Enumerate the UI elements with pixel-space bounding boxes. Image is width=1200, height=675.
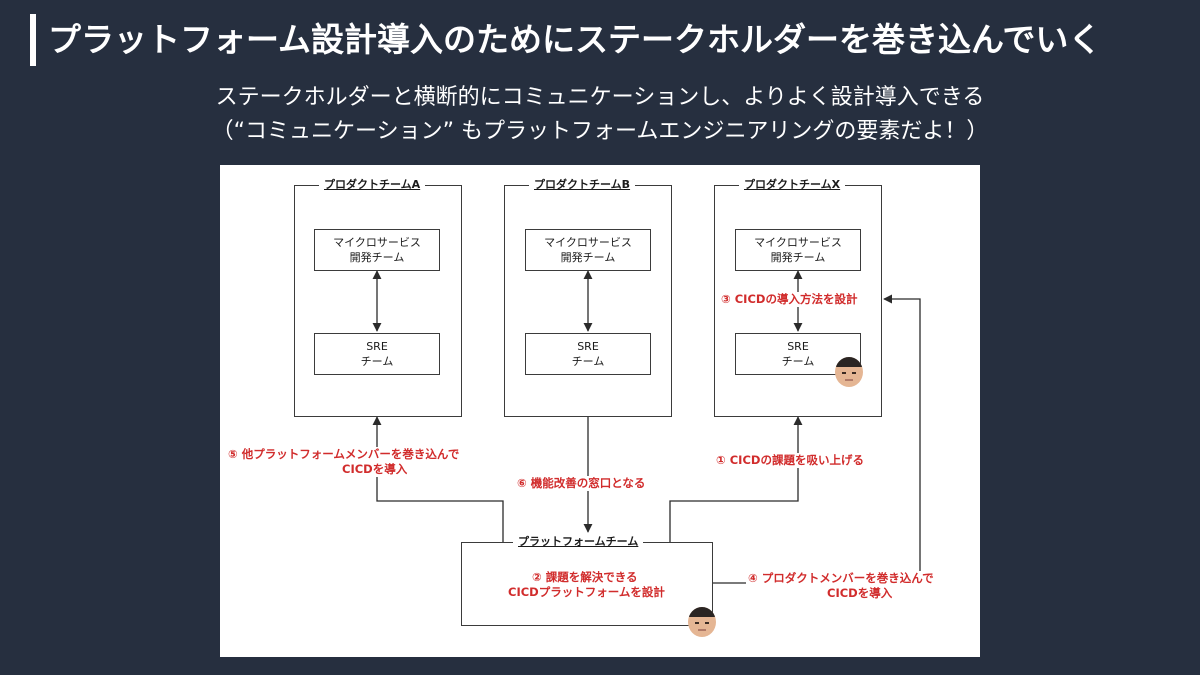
product-team-b-dev-box: マイクロサービス 開発チーム (525, 229, 651, 271)
step6-label: ⑥ 機能改善の窓口となる (515, 476, 648, 491)
slide-title: プラットフォーム設計導入のためにステークホルダーを巻き込んでいく (48, 20, 1102, 59)
step5-label-line2: CICDを導入 (340, 462, 410, 477)
engineer-avatar-icon (688, 607, 716, 637)
product-team-a-title: プロダクトチームA (319, 178, 426, 192)
platform-diagram: プロダクトチームA マイクロサービス 開発チーム SRE チーム プロダクトチー… (220, 165, 980, 657)
slide-subtitle-line1: ステークホルダーと横断的にコミュニケーションし、よりよく設計導入できる (215, 85, 985, 110)
arrow-step5 (372, 416, 504, 543)
step2-label-line2: CICDプラットフォームを設計 (506, 585, 667, 600)
product-team-a-box (294, 185, 462, 417)
product-team-a-sre-line2: チーム (360, 355, 394, 368)
product-team-b-title: プロダクトチームB (529, 178, 636, 192)
product-team-b-sre-line2: チーム (571, 355, 605, 368)
product-team-a-sre-line1: SRE (366, 340, 388, 353)
product-team-a-dev-box: マイクロサービス 開発チーム (314, 229, 440, 271)
product-team-x-dev-box: マイクロサービス 開発チーム (735, 229, 861, 271)
step4-label-line1: ④ プロダクトメンバーを巻き込んで (746, 571, 936, 586)
step2-label-line1: ② 課題を解決できる (530, 570, 640, 585)
product-team-x-dev-line2: 開発チーム (770, 251, 826, 264)
step4-label-line2: CICDを導入 (825, 586, 895, 601)
product-team-b-dev-line2: 開発チーム (560, 251, 616, 264)
engineer-avatar-icon (835, 357, 863, 387)
product-team-x-sre-line2: チーム (781, 355, 815, 368)
platform-team-title: プラットフォームチーム (513, 535, 644, 549)
product-team-a-dev-line1: マイクロサービス (333, 236, 421, 249)
product-team-b-sre-line1: SRE (577, 340, 599, 353)
step3-label: ③ CICDの導入方法を設計 (719, 292, 860, 307)
product-team-b-box (504, 185, 672, 417)
step1-label: ① CICDの課題を吸い上げる (714, 453, 866, 468)
product-team-x-sre-line1: SRE (787, 340, 809, 353)
product-team-a-dev-line2: 開発チーム (349, 251, 405, 264)
arrow-step1 (669, 416, 803, 543)
slide-subtitle-line2: （“コミュニケーション” もプラットフォームエンジニアリングの要素だよ！） (211, 119, 989, 144)
product-team-a-sre-box: SRE チーム (314, 333, 440, 375)
title-accent-bar (30, 14, 36, 66)
step5-label-line1: ⑤ 他プラットフォームメンバーを巻き込んで (226, 447, 462, 462)
product-team-b-dev-line1: マイクロサービス (544, 236, 632, 249)
product-team-b-sre-box: SRE チーム (525, 333, 651, 375)
product-team-x-dev-line1: マイクロサービス (754, 236, 842, 249)
product-team-x-title: プロダクトチームX (739, 178, 846, 192)
